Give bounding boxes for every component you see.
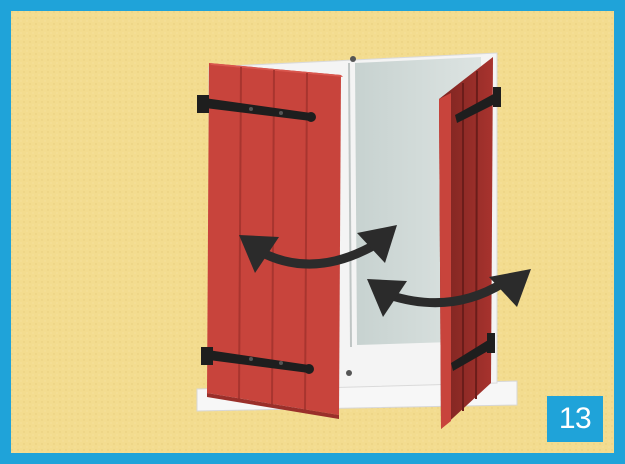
shutter-illustration [11, 11, 625, 464]
window-latch-bottom [346, 370, 352, 376]
window-latch [350, 56, 356, 62]
step-number-badge: 13 [547, 396, 603, 442]
